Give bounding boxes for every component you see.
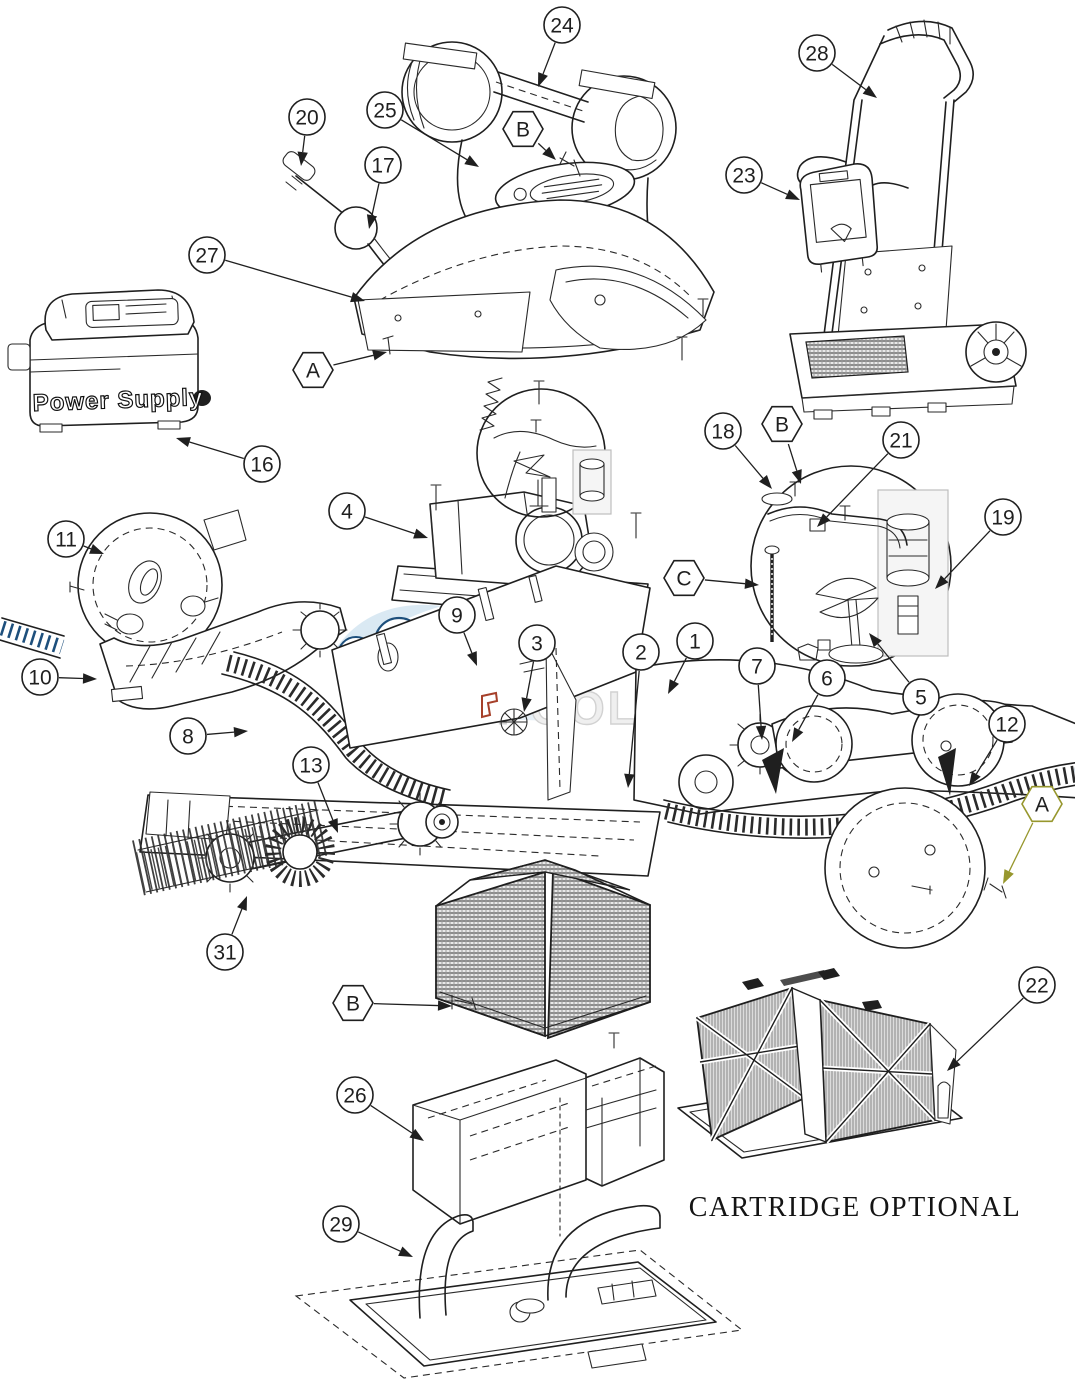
callout-31-circle: 31 <box>206 896 247 971</box>
side-plate-left <box>69 509 247 658</box>
svg-text:26: 26 <box>343 1085 366 1108</box>
callout-9-circle: 9 <box>438 596 477 666</box>
screws <box>382 151 1007 1049</box>
callout-b-hex: B <box>332 984 452 1022</box>
svg-text:11: 11 <box>55 529 77 552</box>
callout-4-circle: 4 <box>328 492 428 539</box>
svg-text:19: 19 <box>991 507 1014 530</box>
svg-text:B: B <box>775 414 789 437</box>
callout-20-circle: 20 <box>288 98 326 166</box>
svg-text:25: 25 <box>373 100 396 123</box>
callout-b-hex: B <box>502 110 556 160</box>
callout-17-circle: 17 <box>364 146 402 229</box>
svg-text:10: 10 <box>28 667 51 690</box>
caddy-cart <box>789 19 1027 420</box>
callout-27-circle: 27 <box>188 236 365 303</box>
svg-text:21: 21 <box>889 430 912 453</box>
svg-text:23: 23 <box>732 165 755 188</box>
svg-text:27: 27 <box>195 245 218 268</box>
svg-text:17: 17 <box>371 155 394 178</box>
svg-text:3: 3 <box>531 633 543 656</box>
svg-text:6: 6 <box>821 668 833 691</box>
detail-circle-top <box>476 388 612 518</box>
callout-7-circle: 7 <box>738 647 776 740</box>
callout-21-circle: 21 <box>817 421 920 527</box>
svg-text:29: 29 <box>329 1214 352 1237</box>
brush-roller <box>132 800 335 896</box>
callout-8-circle: 8 <box>169 717 248 755</box>
svg-text:18: 18 <box>711 421 734 444</box>
callout-16-circle: 16 <box>176 437 281 483</box>
svg-text:22: 22 <box>1025 975 1048 998</box>
callout-26-circle: 26 <box>336 1076 424 1141</box>
float-handle-assembly <box>282 41 715 360</box>
callout-5-circle: 5 <box>869 633 940 716</box>
callout-10-circle: 10 <box>21 658 97 696</box>
svg-text:16: 16 <box>250 454 273 477</box>
svg-text:31: 31 <box>213 942 236 965</box>
side-plates-right <box>762 693 1023 949</box>
svg-text:20: 20 <box>295 107 318 130</box>
callout-22-circle: 22 <box>947 966 1056 1071</box>
svg-text:B: B <box>346 993 360 1016</box>
callout-25-circle: 25 <box>366 91 479 167</box>
callout-11-circle: 11 <box>47 520 104 558</box>
svg-text:12: 12 <box>995 714 1018 737</box>
callout-3-circle: 3 <box>518 624 556 712</box>
svg-text:5: 5 <box>915 687 927 710</box>
callout-c-hex: C <box>663 559 759 597</box>
callout-23-circle: 23 <box>725 156 800 200</box>
bottom-plate-assembly <box>294 1097 744 1379</box>
svg-text:9: 9 <box>451 605 463 628</box>
callout-24-circle: 24 <box>538 6 581 87</box>
callouts-layer: 1234567891011121316171819202122232425262… <box>21 6 1063 1257</box>
callout-a-hex: A <box>1003 785 1063 884</box>
svg-text:4: 4 <box>341 501 353 524</box>
svg-text:1: 1 <box>689 631 701 654</box>
callout-18-circle: 18 <box>704 412 772 489</box>
callout-2-circle: 2 <box>622 633 660 788</box>
frame-lower <box>99 601 347 710</box>
mesh-basket <box>435 859 651 1040</box>
callout-a-hex: A <box>292 350 387 389</box>
svg-text:7: 7 <box>751 656 763 679</box>
track-right <box>663 761 1075 839</box>
callout-12-circle: 12 <box>969 705 1026 786</box>
foam-insert <box>412 1057 665 1225</box>
caption-cartridge-optional: CARTRIDGE OPTIONAL <box>689 1192 1022 1223</box>
callout-1-circle: 1 <box>668 622 714 694</box>
detail-circle-right <box>750 465 952 667</box>
svg-text:24: 24 <box>550 15 574 38</box>
svg-text:C: C <box>676 568 691 591</box>
svg-text:B: B <box>516 119 530 142</box>
power-supply-label: Power Supply <box>32 384 204 417</box>
callout-13-circle: 13 <box>292 746 338 833</box>
svg-text:A: A <box>1035 794 1049 817</box>
callout-b-hex: B <box>761 405 803 484</box>
svg-text:8: 8 <box>182 726 194 749</box>
svg-text:28: 28 <box>805 43 828 66</box>
svg-text:2: 2 <box>635 642 647 665</box>
callout-28-circle: 28 <box>798 34 877 98</box>
cartridge-filters <box>677 968 963 1159</box>
svg-text:13: 13 <box>299 755 322 778</box>
callout-29-circle: 29 <box>322 1205 413 1257</box>
power-supply-box: Power Supply <box>7 289 211 433</box>
svg-text:A: A <box>306 360 320 383</box>
callout-19-circle: 19 <box>935 498 1022 589</box>
callout-6-circle: 6 <box>792 659 846 742</box>
